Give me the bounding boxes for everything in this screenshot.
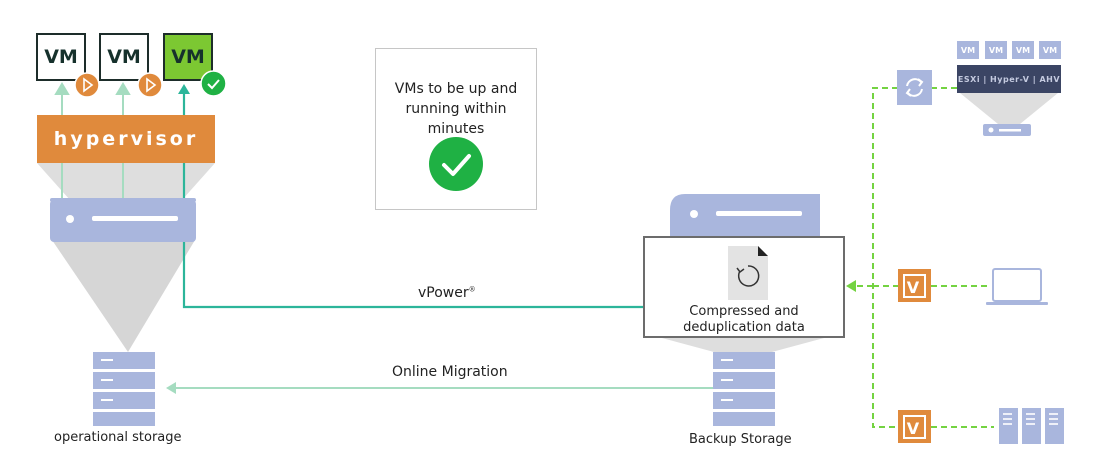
migration-label: Online Migration — [392, 364, 508, 380]
platforms-label: ESXi | Hyper-V | AHV — [957, 74, 1061, 84]
hypervisor-projection — [37, 163, 215, 200]
server-rack-icon — [999, 408, 1064, 444]
check-icon — [200, 70, 227, 97]
note-line-2: running within minutes — [405, 101, 507, 137]
vm-label: VM — [44, 46, 78, 68]
backup-storage-label: Backup Storage — [689, 432, 792, 447]
vm-box-1: VM — [36, 33, 86, 81]
production-server — [50, 198, 196, 242]
play-icon — [74, 72, 100, 98]
vm-label: VM — [171, 46, 205, 68]
backup-server — [670, 194, 820, 238]
compressed-data-box: Compressed and deduplication data — [643, 236, 845, 338]
restore-icon — [728, 246, 768, 300]
compressed-text: Compressed and deduplication data — [645, 304, 843, 336]
operational-storage-label: operational storage — [54, 430, 182, 445]
agent-badge-label: V — [907, 278, 920, 297]
storage-projection — [52, 240, 195, 352]
note-line-1: VMs to be up and — [394, 81, 518, 97]
compressed-line-1: Compressed and — [689, 304, 799, 319]
agent-arrowhead — [846, 280, 856, 292]
mini-vm: VM — [985, 41, 1007, 59]
agent-badge-label: V — [907, 419, 920, 438]
vm-box-2: VM — [99, 33, 149, 81]
agent-badge-laptop: V — [898, 269, 931, 302]
check-icon — [429, 137, 483, 191]
vm-box-3: VM — [163, 33, 213, 81]
operational-storage-icon — [93, 352, 155, 426]
vpower-text: vPower — [418, 285, 469, 301]
vpower-link — [182, 92, 643, 309]
migration-arrow — [166, 382, 713, 394]
vm-label: VM — [107, 46, 141, 68]
mini-vm: VM — [1012, 41, 1034, 59]
agent-connectors — [856, 87, 994, 428]
vpower-arrowhead — [178, 84, 190, 94]
compressed-line-2: deduplication data — [683, 320, 805, 335]
backup-storage-icon — [713, 352, 775, 426]
mini-vm: VM — [1039, 41, 1061, 59]
rapid-recovery-note: VMs to be up and running within minutes — [375, 48, 537, 210]
play-icon — [137, 72, 163, 98]
hypervisor-label: hypervisor — [53, 128, 199, 150]
hypervisor-bar: hypervisor — [37, 115, 215, 163]
vpower-label: vPower® — [418, 285, 476, 301]
vpower-mark: ® — [468, 285, 476, 294]
hypervisor-platforms: ESXi | Hyper-V | AHV — [957, 65, 1061, 93]
sync-icon — [897, 70, 932, 105]
agent-badge-servers: V — [898, 410, 931, 443]
backup-projection — [662, 338, 824, 352]
laptop-icon — [986, 268, 1048, 305]
hypervisor-host — [960, 93, 1058, 136]
mini-vm: VM — [957, 41, 979, 59]
note-text: VMs to be up and running within minutes — [376, 79, 536, 139]
